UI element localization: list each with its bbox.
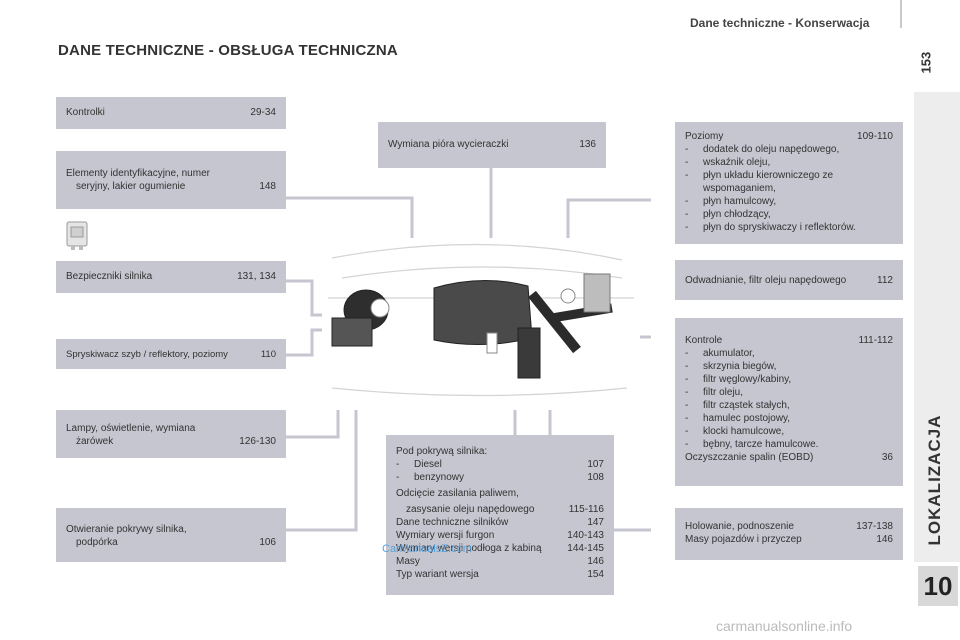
item: filtr cząstek stałych,: [703, 400, 790, 411]
item: skrzynia biegów,: [703, 361, 777, 372]
item: płyn hamulcowy,: [703, 196, 777, 207]
item: płyn do spryskiwaczy i reflektorów.: [703, 222, 856, 233]
odciecie-line1: Odcięcie zasilania paliwem,: [396, 488, 519, 499]
line2: seryjny, lakier ogumienie: [76, 181, 186, 192]
benzyna-label: benzynowy: [414, 472, 465, 483]
line2: żarówek: [76, 436, 114, 447]
page-title: DANE TECHNICZNE - OBSŁUGA TECHNICZNA: [58, 42, 398, 59]
box-odwadnianie: Odwadnianie, filtr oleju napędowego 112: [675, 260, 903, 300]
engine-illustration: [322, 238, 640, 410]
label: Wymiana pióra wycieraczki: [388, 139, 509, 150]
item: płyn chłodzący,: [703, 209, 771, 220]
line1: Holowanie, podnoszenie: [685, 521, 794, 532]
item: klocki hamulcowe,: [703, 426, 785, 437]
box-holowanie: Holowanie, podnoszenie 137-138 Masy pojaz…: [675, 508, 903, 560]
diesel-label: Diesel: [414, 459, 442, 470]
heading: Pod pokrywą silnika:: [396, 446, 488, 457]
item: płyn układu kierowniczego ze: [703, 170, 834, 181]
row-pages: 154: [587, 569, 604, 580]
fuse-icon: [66, 221, 88, 250]
item: bębny, tarcze hamulcowe.: [703, 439, 819, 450]
line1: Lampy, oświetlenie, wymiana: [66, 423, 196, 434]
row-pages: 144-145: [567, 543, 604, 554]
line2: Masy pojazdów i przyczep: [685, 534, 802, 545]
pages: 109-110: [857, 131, 893, 142]
watermark-footer: carmanualsonline.info: [716, 618, 853, 634]
item: dodatek do oleju napędowego,: [703, 144, 840, 155]
pages: 29-34: [250, 107, 276, 118]
line1-pages: 137-138: [856, 521, 893, 532]
line1: Otwieranie pokrywy silnika,: [66, 524, 187, 535]
row-label: Typ wariant wersja: [396, 569, 479, 580]
item: wskaźnik oleju,: [703, 157, 771, 168]
header-divider: [900, 0, 902, 28]
row-pages: 146: [587, 556, 604, 567]
watermark-inner: CarManualsZ.com: [382, 543, 472, 555]
box-lampy: Lampy, oświetlenie, wymiana żarówek 126-1…: [56, 410, 286, 458]
row-pages: 147: [587, 517, 604, 528]
label: Kontrolki: [66, 107, 105, 118]
line2: podpórka: [76, 537, 118, 548]
row-label: Dane techniczne silników: [396, 517, 509, 528]
row-label: Wymiary wersji podłoga z kabiną: [396, 543, 542, 554]
pages: 148: [259, 181, 276, 192]
pages: 112: [877, 275, 893, 286]
row-label: Wymiary wersji furgon: [396, 530, 495, 541]
pages: 131, 134: [237, 271, 276, 282]
pages: 110: [260, 349, 276, 360]
line1: Elementy identyfikacyjne, numer: [66, 168, 210, 179]
chapter-tab: [914, 92, 960, 562]
eobd-label: Oczyszczanie spalin (EOBD): [685, 452, 814, 463]
odciecie-pages: 115-116: [568, 504, 604, 515]
item: wspomaganiem,: [703, 183, 776, 194]
item: akumulator,: [703, 348, 755, 359]
pages: 136: [579, 139, 596, 150]
box-elementy: Elementy identyfikacyjne, numer seryjny,…: [56, 151, 286, 209]
pages: 106: [259, 537, 276, 548]
pages: 111-112: [858, 335, 893, 346]
label: Kontrole: [685, 335, 723, 346]
odciecie-line2: zasysanie oleju napędowego: [406, 504, 535, 515]
label: Odwadnianie, filtr oleju napędowego: [685, 275, 847, 286]
chapter-number: 10: [918, 566, 958, 606]
box-otwieranie: Otwieranie pokrywy silnika, podpórka 106: [56, 508, 286, 562]
item: hamulec postojowy,: [703, 413, 791, 424]
box-wycieraczki: Wymiana pióra wycieraczki 136: [378, 122, 606, 168]
benzyna-pages: 108: [587, 472, 604, 483]
label: Bezpieczniki silnika: [66, 271, 153, 282]
header-title: Dane techniczne - Konserwacja: [690, 16, 870, 30]
row-label: Masy: [396, 556, 420, 567]
box-bezpieczniki: Bezpieczniki silnika 131, 134: [56, 261, 286, 293]
label: Spryskiwacz szyb / reflektory, poziomy: [66, 349, 228, 360]
eobd-pages: 36: [881, 452, 893, 463]
line2-pages: 146: [876, 534, 893, 545]
diesel-pages: 107: [587, 459, 604, 470]
item: filtr węglowy/kabiny,: [703, 374, 792, 385]
item: filtr oleju,: [703, 387, 744, 398]
label: Poziomy: [685, 131, 724, 142]
pages: 126-130: [239, 436, 276, 447]
box-kontrolki: Kontrolki 29-34: [56, 97, 286, 129]
box-spryskiwacz: Spryskiwacz szyb / reflektory, poziomy 11…: [56, 339, 286, 369]
row-pages: 140-143: [567, 530, 604, 541]
